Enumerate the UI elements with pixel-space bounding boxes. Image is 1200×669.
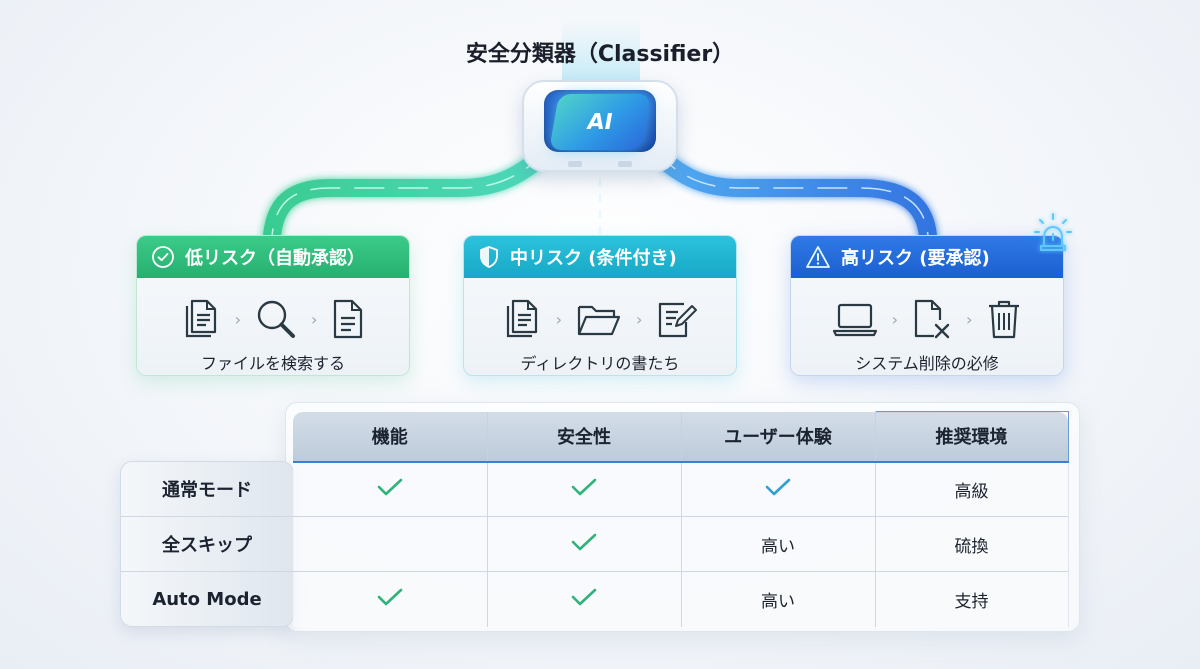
table-cell: 高級 [875,461,1069,517]
check-icon [377,478,403,496]
check-circle-icon [152,246,174,268]
low-risk-header: 低リスク（自動承認） [137,236,409,278]
search-icon [257,300,295,338]
mid-risk-title: 中リスク (条件付き) [510,248,677,269]
documents-icon [506,299,537,338]
chevron-right-icon: › [311,309,318,329]
low-risk-card: 低リスク（自動承認） › › ファイルを検索する [136,235,410,376]
column-header: 推奨環境 [875,411,1069,463]
table-cell: 硫換 [875,516,1069,572]
high-risk-card: 高リスク (要承認) › › システム削除の必修 [790,235,1064,376]
row-header: 全スキップ [121,516,293,572]
comparison-table: 機能 安全性 ユーザー体験 推奨環境 通常モード 高級 全スキップ [121,411,1069,627]
table-cell: 高い [681,516,876,572]
mid-risk-label: ディレクトリの書たち [520,354,680,373]
check-icon [571,478,597,496]
alarm-light-icon [1034,213,1072,251]
table-cell [293,571,488,627]
ai-chip-icon: AI [549,94,651,150]
table-cell [487,571,682,627]
delete-file-icon [914,299,950,339]
chevron-right-icon: › [636,309,643,329]
check-icon [765,478,791,496]
table-header-row: 機能 安全性 ユーザー体験 推奨環境 [121,411,1069,463]
chip-label: AI [585,109,615,135]
table-cell [293,516,488,572]
document-icon [334,299,363,339]
ai-classifier-chip: AI [504,70,696,185]
mid-risk-header: 中リスク (条件付き) [464,236,736,278]
column-header: ユーザー体験 [681,411,876,463]
folder-icon [577,305,621,336]
trash-icon [989,300,1020,339]
table-corner [121,412,293,462]
check-icon [571,588,597,606]
mid-risk-card: 中リスク (条件付き) › › ディレクトリの書たち [463,235,737,376]
table-cell [293,461,488,517]
table-cell [681,461,876,517]
chevron-right-icon: › [555,309,562,329]
documents-icon [185,299,216,338]
column-header: 機能 [293,411,488,463]
high-risk-flow: › › [791,290,1063,348]
table-cell: 高い [681,571,876,627]
high-risk-title: 高リスク (要承認) [841,248,990,269]
edit-document-icon [659,302,698,338]
chip-port [568,161,582,167]
low-risk-label: ファイルを検索する [200,354,345,373]
diagram-title: 安全分類器（Classifier） [465,42,735,67]
table-cell [487,461,682,517]
check-icon [571,533,597,550]
table-row: 全スキップ 高い 硫換 [121,516,1069,572]
low-risk-title: 低リスク（自動承認） [185,248,365,269]
table-row: Auto Mode 高い 支持 [121,571,1069,627]
chevron-right-icon: › [234,309,241,329]
high-risk-label: システム削除の必修 [855,354,999,373]
mid-risk-flow: › › [464,290,736,348]
low-risk-flow: › › [137,290,409,348]
warning-icon [806,246,830,268]
chevron-right-icon: › [891,309,898,329]
table-row: 通常モード 高級 [121,461,1069,517]
table-cell [487,516,682,572]
table-cell: 支持 [875,571,1069,627]
row-header: Auto Mode [152,588,262,610]
row-header: 通常モード [121,461,293,517]
column-header: 安全性 [487,411,682,463]
shield-icon [480,246,498,268]
laptop-icon [832,303,877,337]
chevron-right-icon: › [966,309,973,329]
high-risk-header: 高リスク (要承認) [791,236,1063,278]
check-icon [377,588,403,606]
chip-port [618,161,632,167]
